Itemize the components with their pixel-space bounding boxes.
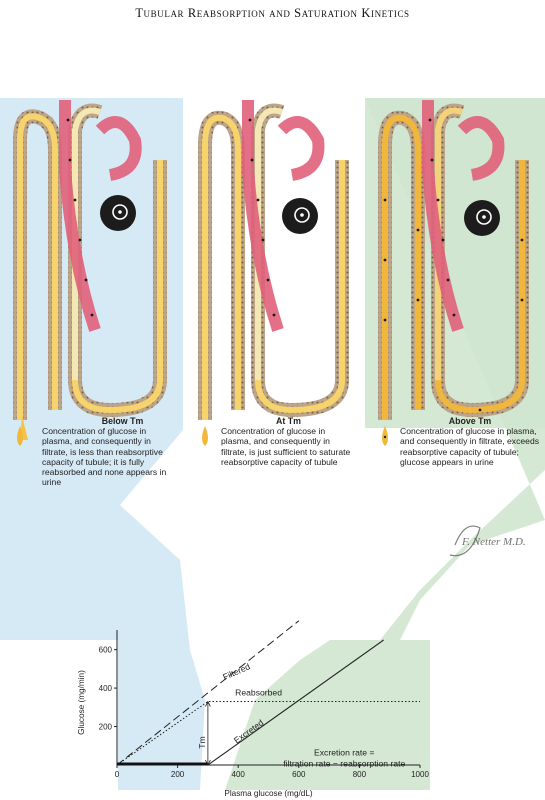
nephron-at-tm — [198, 100, 349, 446]
nephron-below-tm — [13, 100, 167, 446]
series-label-filtered: Filtered — [221, 661, 251, 682]
glucose-dots — [66, 118, 524, 412]
caption-heading: Below Tm — [101, 416, 144, 426]
x-tick-label: 400 — [232, 770, 246, 779]
y-tick-label: 200 — [99, 723, 113, 732]
signature: F. Netter M.D. — [449, 525, 526, 557]
series-reabsorbed — [116, 701, 420, 766]
series-label-reabsorbed: Reabsorbed — [235, 688, 282, 698]
y-tick-label: 400 — [99, 684, 113, 693]
tm-arrow-bottom — [205, 759, 211, 766]
x-tick-label: 0 — [115, 770, 120, 779]
caption-at-tm: At Tm Concentration of glucose in plasma… — [221, 416, 356, 467]
y-axis-label: Glucose (mg/min) — [77, 670, 86, 735]
page-title: Tubular Reabsorption and Saturation Kine… — [135, 6, 410, 20]
x-tick-label: 600 — [292, 770, 306, 779]
x-axis-label: Plasma glucose (mg/dL) — [224, 789, 313, 798]
caption-heading: At Tm — [276, 416, 301, 426]
formula-line-2: filtration rate − reabsorption rate — [283, 758, 405, 768]
y-tick-label: 600 — [99, 646, 113, 655]
formula-line-1: Excretion rate = — [314, 747, 374, 757]
x-tick-label: 800 — [353, 770, 367, 779]
x-tick-label: 1000 — [411, 770, 429, 779]
tm-label: Tm — [197, 736, 207, 748]
x-tick-label: 200 — [171, 770, 185, 779]
caption-text: Concentration of glucose in plasma, and … — [400, 426, 540, 467]
svg-text:F. Netter M.D.: F. Netter M.D. — [461, 536, 526, 548]
series-filtered — [116, 620, 300, 766]
tm-arrow-top — [205, 700, 211, 707]
caption-above-tm: Above Tm Concentration of glucose in pla… — [400, 416, 540, 467]
caption-heading: Above Tm — [448, 416, 492, 426]
nephron-above-tm — [378, 100, 529, 446]
caption-text: Concentration of glucose in plasma, and … — [42, 426, 167, 488]
caption-text: Concentration of glucose in plasma, and … — [221, 426, 351, 467]
caption-below-tm: Below Tm Concentration of glucose in pla… — [42, 416, 177, 487]
